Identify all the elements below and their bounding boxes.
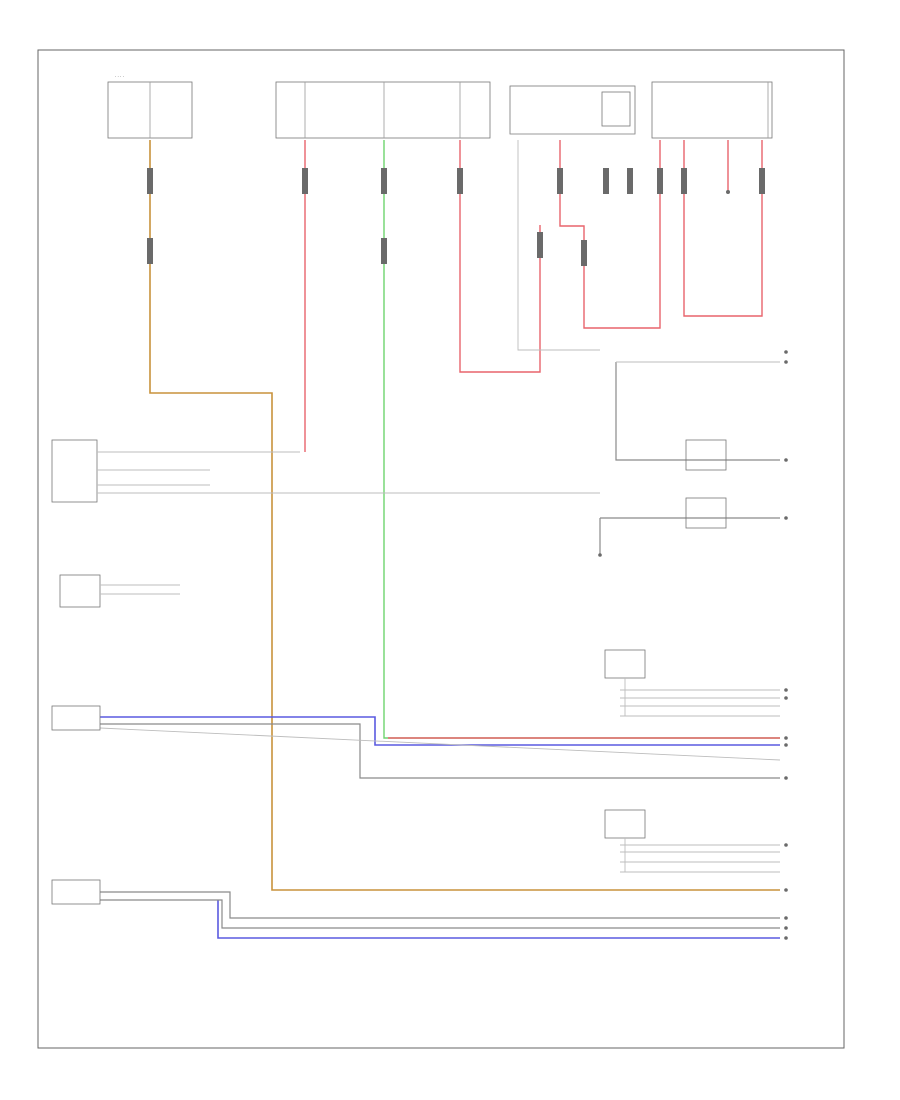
svg-text:· · · ·: · · · ·: [115, 74, 124, 79]
wire-blue-rear: [217, 900, 780, 939]
wire-gray-top: [517, 140, 600, 351]
right-component-2: [604, 809, 780, 873]
fuse-block-right: [651, 81, 773, 139]
wire-blue-front: [100, 716, 780, 746]
switch-component-1: [685, 439, 727, 471]
left-component-3: [51, 705, 101, 731]
wire-orange: [149, 140, 780, 891]
fuse-block-center: [275, 81, 491, 139]
left-component-2: [59, 574, 180, 608]
relay-box-center: [509, 85, 636, 135]
fuse-block-left: · · · ·: [107, 74, 193, 139]
right-component-1: [604, 649, 780, 717]
diagram-frame: [37, 49, 845, 1049]
wire-red-mid: [459, 140, 541, 373]
wire-red-loop: [559, 140, 661, 329]
wire-red-right: [683, 140, 763, 317]
wire-gray-right: [615, 362, 780, 461]
connectors: [147, 168, 788, 940]
left-component-4: [51, 879, 101, 905]
wire-green: [383, 140, 780, 739]
left-component-1: [51, 439, 600, 503]
switch-component-2: [685, 497, 727, 529]
